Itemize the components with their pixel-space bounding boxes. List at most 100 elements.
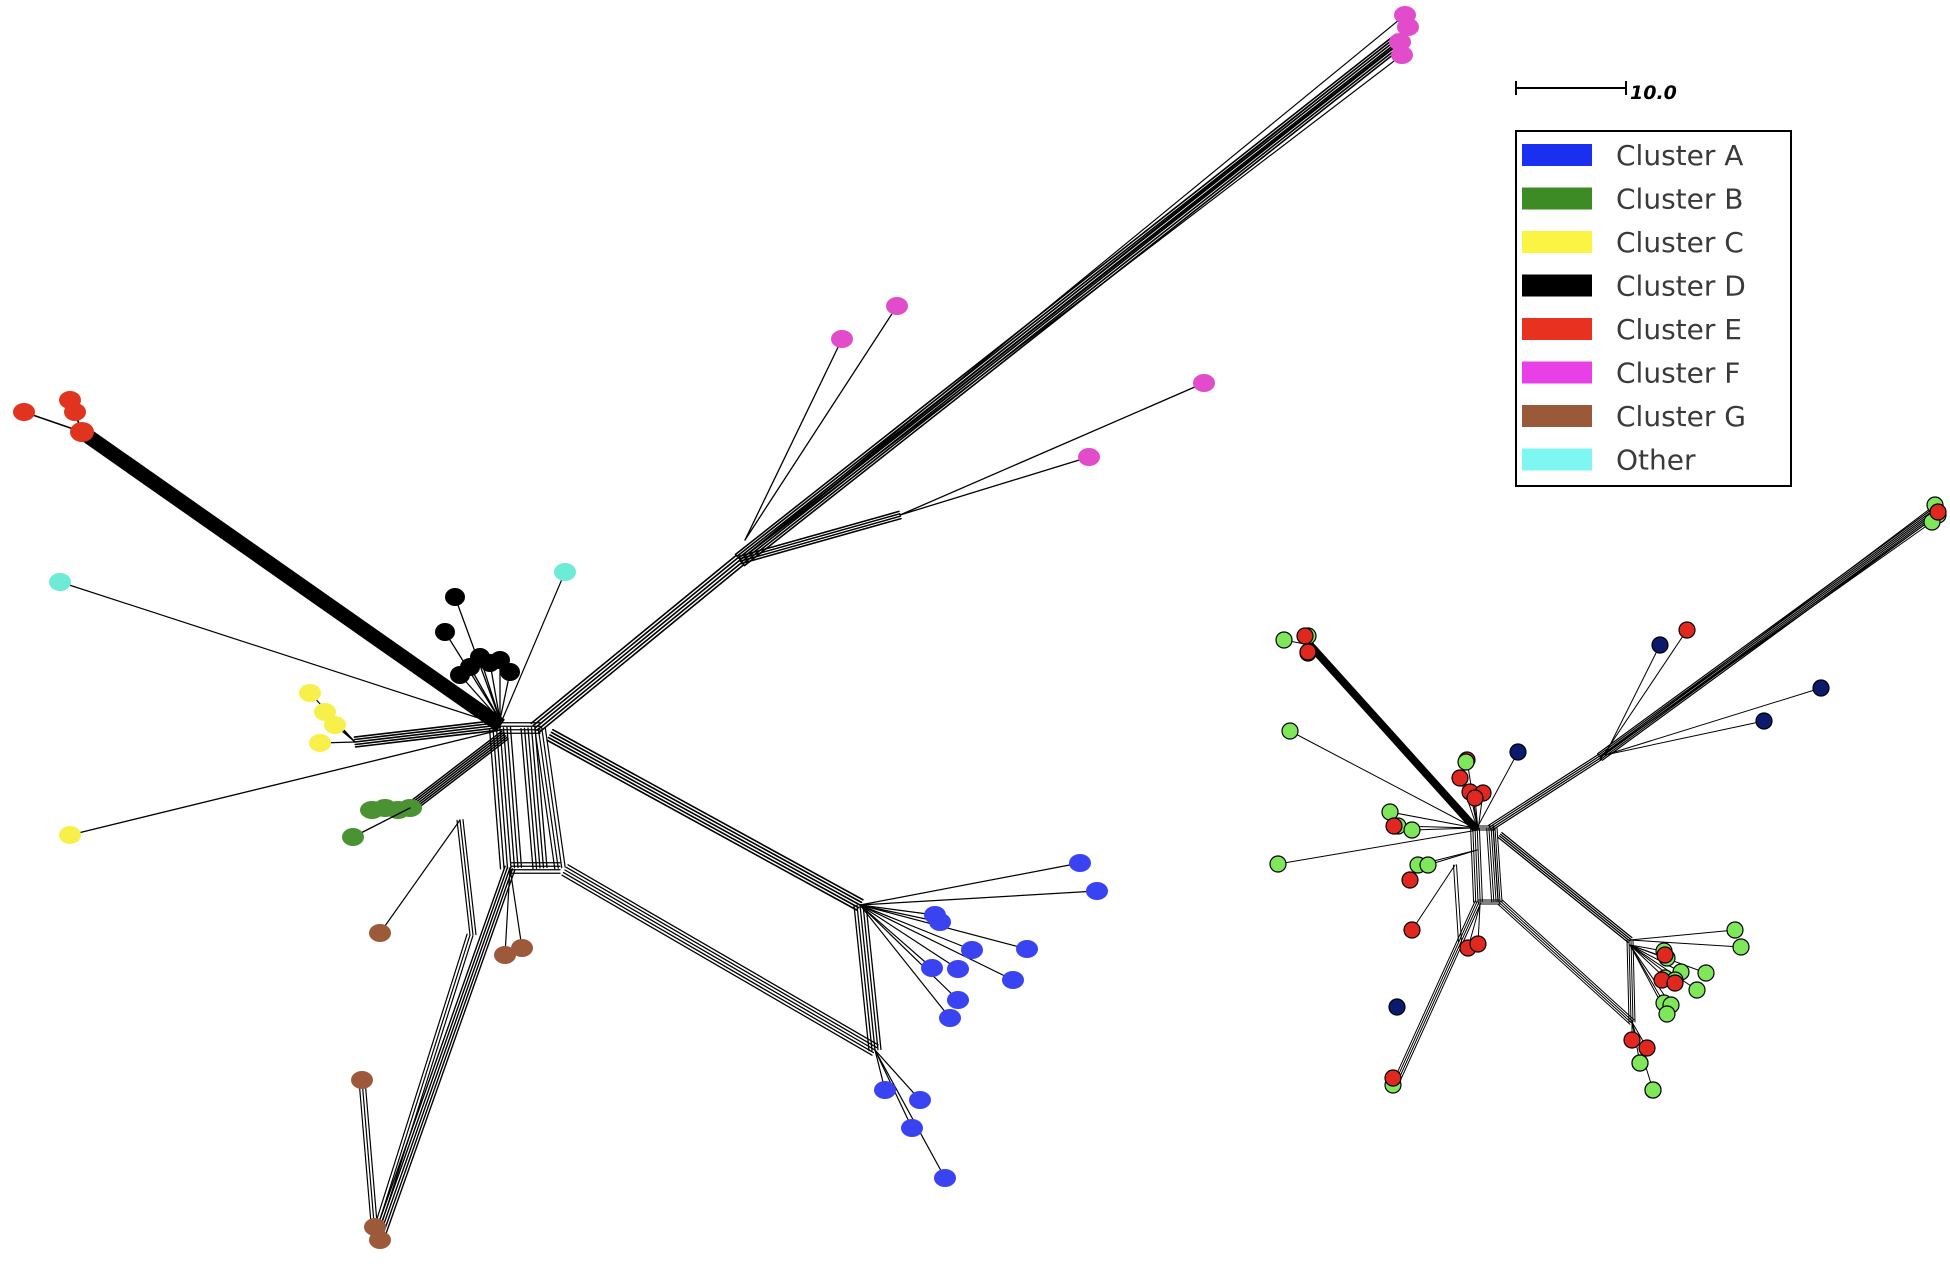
network-edge <box>738 513 901 560</box>
network-edge <box>376 866 509 1235</box>
network-edge <box>84 425 505 721</box>
network-edge <box>859 904 973 951</box>
taxon-node <box>460 658 480 676</box>
network-edge <box>1628 939 1632 1023</box>
network-edge <box>81 431 501 726</box>
network-edge <box>1501 899 1635 1021</box>
taxon-node <box>309 734 331 752</box>
network-edge <box>1492 827 1499 903</box>
network-edge <box>859 904 876 1051</box>
network-edge <box>377 935 474 1237</box>
taxon-node <box>934 1169 956 1187</box>
network-edge <box>1489 757 1602 830</box>
network-edge <box>1306 646 1474 831</box>
network-edge <box>408 733 506 808</box>
network-edge <box>1497 836 1629 943</box>
network-edge <box>549 734 861 906</box>
network-edge <box>1455 864 1462 943</box>
network-edge <box>1604 644 1661 756</box>
network-edge <box>1629 944 1682 973</box>
network-edge <box>407 731 504 807</box>
network-edge <box>502 727 516 869</box>
taxon-node <box>1385 817 1403 835</box>
taxon-node <box>500 663 520 681</box>
network-edge <box>564 869 876 1051</box>
legend-swatch <box>1522 144 1592 166</box>
taxon-node <box>1269 855 1287 873</box>
taxon-node <box>1193 374 1215 392</box>
network-edge <box>1307 645 1475 830</box>
network-edge <box>899 456 1090 516</box>
network-edge <box>459 674 501 721</box>
legend-swatch <box>1522 187 1592 210</box>
taxon-node <box>901 1119 923 1137</box>
network-edge <box>739 26 1409 561</box>
network-edge <box>1411 864 1456 931</box>
network-edge <box>353 721 501 741</box>
taxon-node <box>324 716 346 734</box>
network-edge <box>1474 827 1479 903</box>
network-edge <box>1289 730 1479 831</box>
taxon-node <box>480 654 500 672</box>
network-edge <box>865 903 882 1051</box>
network-edge <box>552 728 864 901</box>
network-edge <box>83 427 504 723</box>
network-edge <box>1470 827 1475 903</box>
taxon-node <box>1391 46 1413 64</box>
network-edge <box>739 515 902 562</box>
network-edge <box>1629 939 1742 948</box>
network-edge <box>859 862 1081 906</box>
taxon-node <box>1397 18 1419 36</box>
taxon-node <box>1638 1039 1656 1057</box>
taxon-node <box>929 913 951 931</box>
network-edge <box>1391 900 1476 1085</box>
network-edge <box>1629 944 1698 991</box>
taxon-node <box>1732 938 1750 956</box>
network-edge <box>1626 939 1630 1023</box>
taxon-node <box>1281 722 1299 740</box>
legend-item-label: Cluster F <box>1616 357 1740 390</box>
network-edge <box>1309 644 1476 829</box>
network-edge <box>354 726 502 746</box>
network-edge <box>1629 929 1736 941</box>
taxon-node <box>554 563 576 581</box>
network-edge <box>874 1049 921 1101</box>
taxon-node <box>1469 935 1487 953</box>
network-edge <box>859 904 933 969</box>
network-edge <box>856 904 873 1051</box>
network-edge <box>499 727 512 869</box>
network-edge <box>520 727 534 870</box>
network-edge <box>1453 864 1460 943</box>
network-edge <box>853 904 870 1052</box>
network-edge <box>1632 939 1636 1023</box>
network-edge <box>381 868 514 1237</box>
network-edge <box>459 819 474 936</box>
network-edge <box>859 904 951 1019</box>
network-edge <box>78 434 499 730</box>
network-edge <box>352 807 411 838</box>
network-edge <box>547 736 860 909</box>
taxon-node <box>886 297 908 315</box>
taxon-node <box>874 1081 896 1099</box>
network-edge <box>862 904 879 1051</box>
taxon-node <box>1086 882 1108 900</box>
network-edge <box>462 819 477 936</box>
inset-split-network <box>1269 496 1947 1099</box>
network-edge <box>1497 903 1631 1025</box>
network-edge <box>504 867 511 956</box>
network-edge <box>77 436 498 732</box>
network-edge <box>1488 827 1495 903</box>
taxon-node <box>1509 743 1527 761</box>
taxon-node <box>961 941 983 959</box>
legend-item: Cluster F <box>1522 357 1740 390</box>
taxon-node <box>314 703 336 721</box>
network-edge <box>541 727 563 869</box>
network-edge <box>364 1079 379 1236</box>
taxon-node <box>511 939 533 957</box>
network-edge <box>744 338 843 541</box>
network-edge <box>738 510 900 558</box>
legend-swatch <box>1522 448 1592 471</box>
network-edge <box>859 890 1098 906</box>
taxon-node <box>1016 940 1038 958</box>
taxon-node <box>1002 971 1024 989</box>
